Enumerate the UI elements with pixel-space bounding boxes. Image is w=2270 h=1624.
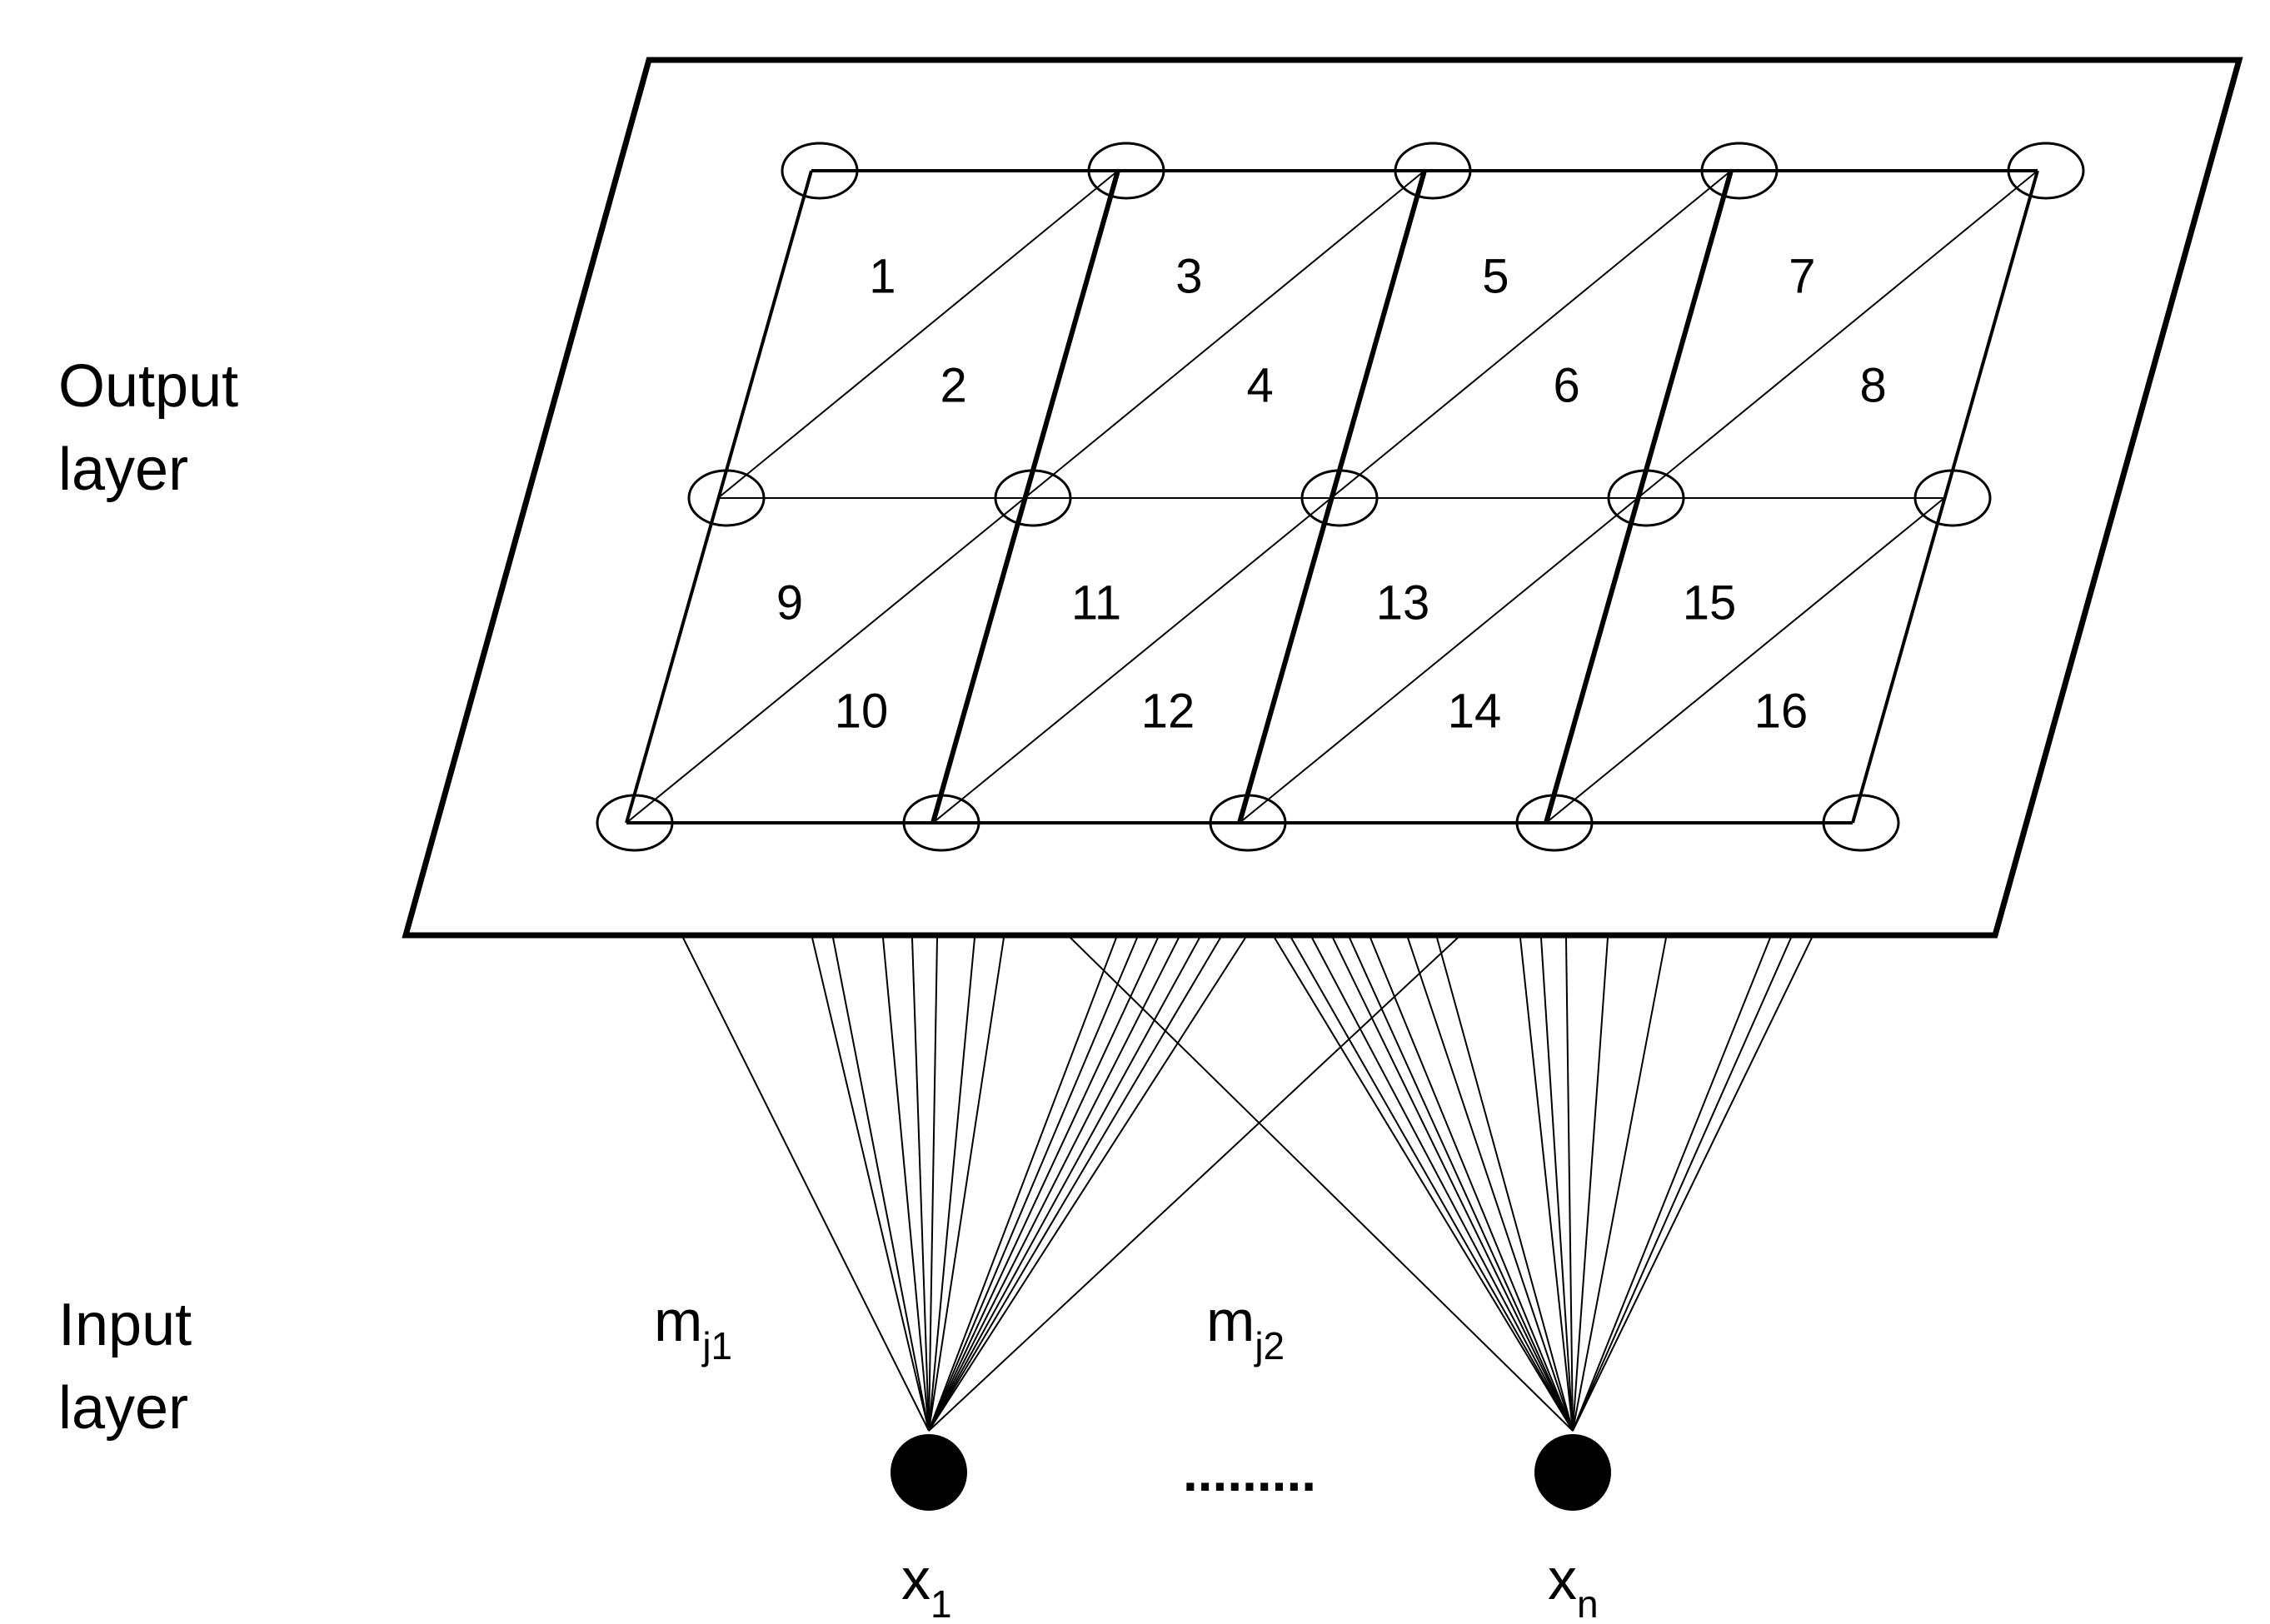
- triangle-number: 11: [1071, 575, 1121, 630]
- output-neuron: [1087, 142, 1165, 200]
- triangle-number: 7: [1789, 249, 1815, 303]
- connection-line: [928, 937, 1221, 1432]
- connection-line: [682, 937, 930, 1432]
- connection-line: [1311, 937, 1574, 1432]
- output-neuron: [902, 794, 980, 852]
- connection-line: [1572, 937, 1813, 1432]
- input-label-x1: x1: [901, 1547, 952, 1624]
- output-neuron: [1394, 142, 1472, 200]
- triangle-number: 9: [776, 575, 803, 630]
- output-layer-label-line1: Output: [58, 353, 238, 420]
- grid-diagonal-upper-3: [1637, 170, 2038, 499]
- connection-line: [1572, 937, 1609, 1432]
- triangle-number: 14: [1448, 684, 1502, 738]
- connection-line: [928, 937, 1459, 1432]
- output-neuron: [1913, 469, 1992, 527]
- triangle-number: 10: [835, 684, 889, 738]
- output-grid-lines: [625, 169, 2039, 824]
- input-output-connections: [682, 937, 1813, 1432]
- grid-diagonal-lower-1: [932, 497, 1332, 824]
- grid-diagonal-lower-2: [1239, 497, 1639, 824]
- triangle-number: 16: [1754, 684, 1809, 738]
- connection-line: [1436, 937, 1574, 1432]
- connection-line: [1407, 937, 1574, 1432]
- triangle-number: 12: [1141, 684, 1195, 738]
- triangle-number: 15: [1683, 575, 1737, 630]
- grid-diagonal-upper-1: [1024, 170, 1425, 499]
- connection-line: [1369, 937, 1574, 1432]
- connection-line: [1290, 937, 1574, 1432]
- grid-diagonal-lower-0: [626, 497, 1025, 824]
- output-neuron: [1607, 469, 1685, 527]
- triangle-number: 5: [1482, 249, 1509, 303]
- grid-diagonal-upper-0: [717, 170, 1119, 499]
- input-layer-label-line1: Input: [58, 1292, 192, 1358]
- connection-line: [1519, 937, 1574, 1432]
- connection-line: [928, 937, 1159, 1432]
- connection-line: [928, 937, 1200, 1432]
- connection-line: [1070, 937, 1574, 1432]
- output-neuron: [687, 469, 766, 527]
- input-label-xn: xn: [1548, 1547, 1599, 1624]
- connection-line: [911, 937, 930, 1432]
- output-layer-label-line2: layer: [58, 436, 188, 503]
- connection-line: [928, 937, 1117, 1432]
- connection-line: [1572, 937, 1792, 1432]
- connection-line: [928, 937, 1246, 1432]
- triangle-number: 8: [1860, 358, 1887, 412]
- output-neuron: [596, 794, 674, 852]
- output-neuron: [1300, 469, 1379, 527]
- triangle-number: 2: [940, 358, 967, 412]
- output-neuron: [1209, 794, 1287, 852]
- input-node-x1: [891, 1434, 967, 1511]
- triangle-number: 13: [1376, 575, 1430, 630]
- connection-line: [1572, 937, 1667, 1432]
- connection-line: [811, 937, 930, 1432]
- input-ellipsis: .........: [1183, 1442, 1316, 1502]
- output-neuron: [2007, 142, 2085, 200]
- triangle-number: 6: [1554, 358, 1580, 412]
- output-neuron: [781, 142, 859, 200]
- triangle-number: 4: [1247, 358, 1274, 412]
- connection-line: [928, 937, 1005, 1432]
- connection-line: [928, 937, 938, 1432]
- connection-line: [882, 937, 930, 1432]
- connection-line: [832, 937, 930, 1432]
- connection-line: [1565, 937, 1574, 1432]
- input-node-xn: [1534, 1434, 1611, 1511]
- output-neuron: [1822, 794, 1900, 852]
- grid-diagonal-lower-3: [1545, 497, 1945, 824]
- grid-edge-right: [1851, 170, 2039, 824]
- connection-line: [928, 937, 1138, 1432]
- connection-line: [928, 937, 975, 1432]
- connection-line: [1332, 937, 1574, 1432]
- output-neuron: [994, 469, 1072, 527]
- weight-label-mj2: mj2: [1206, 1288, 1285, 1367]
- connection-line: [1540, 937, 1574, 1432]
- output-neuron: [1700, 142, 1779, 200]
- output-neuron: [1515, 794, 1594, 852]
- connection-line: [1274, 937, 1574, 1432]
- input-layer-label-line2: layer: [58, 1375, 188, 1442]
- connection-line: [1349, 937, 1574, 1432]
- connection-line: [928, 937, 1180, 1432]
- grid-diagonal-upper-2: [1330, 170, 1732, 499]
- output-neurons: [596, 142, 2085, 852]
- triangle-number: 3: [1175, 249, 1202, 303]
- weight-label-mj1: mj1: [654, 1288, 732, 1367]
- triangle-number: 1: [869, 249, 896, 303]
- connection-line: [1572, 937, 1771, 1432]
